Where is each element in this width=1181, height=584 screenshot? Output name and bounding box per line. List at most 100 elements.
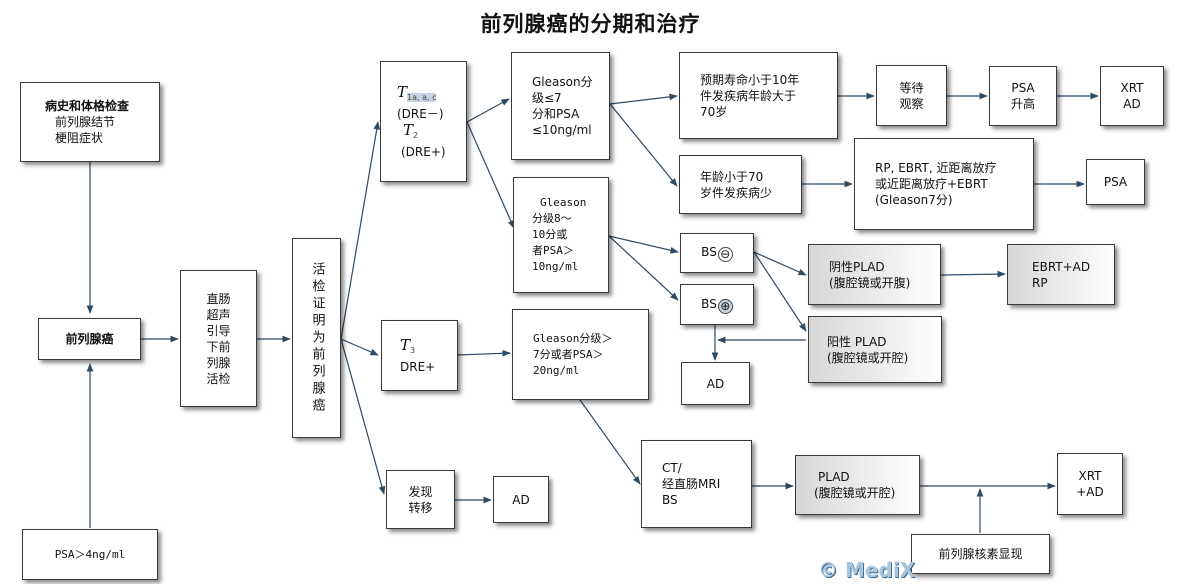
- gleason-high-line: 分级8～: [532, 212, 572, 225]
- psa-elevated-box: PSA＞4ng/ml: [22, 529, 158, 580]
- plad-bottom-line: PLAD: [818, 470, 850, 484]
- psa-right-label: PSA: [1103, 175, 1128, 189]
- xrt-top-line: AD: [1123, 97, 1141, 111]
- plus-circle-icon: ⊕: [717, 298, 733, 314]
- ultrasound-line: 引导: [206, 323, 231, 338]
- gleason-low-line: Gleason分: [532, 75, 593, 89]
- plad-pos-line: 阳性 PLAD: [827, 334, 887, 349]
- dre-positive: (DRE+): [401, 144, 446, 159]
- xrt-bottom-line: +AD: [1076, 485, 1104, 499]
- rp-ebrt-box: RP, EBRT, 近距离放疗 或近距离放疗+EBRT (Gleason7分): [854, 138, 1034, 230]
- bs-negative-label: BS: [701, 245, 717, 259]
- arrow-bsneg-to-plad-neg: [753, 251, 807, 276]
- arrow-gleason-low-to-age: [609, 103, 678, 187]
- ultrasound-line: 列腺: [206, 355, 231, 370]
- plad-bottom-box: PLAD (腹腔镜或开腔): [795, 455, 920, 515]
- arrow-bsneg-to-plad-pos: [753, 251, 807, 332]
- xrt-ad-top-box: XRT AD: [1100, 66, 1164, 126]
- arrow-t1t2-to-gleason-high: [466, 121, 515, 229]
- arrow-t1t2-to-gleason-low: [466, 98, 510, 123]
- history-line2: 梗阻症状: [55, 131, 104, 145]
- stage-t3-box: T3 DRE+: [381, 320, 458, 391]
- plad-neg-line: 阴性PLAD: [829, 259, 885, 274]
- gleason-high-line: 10ng/ml: [532, 260, 579, 273]
- gleason-high-line: 者PSA＞: [532, 244, 574, 257]
- arrow-gleason-t3-to-ct: [579, 399, 641, 485]
- diagram-title: 前列腺癌的分期和治疗: [480, 12, 701, 36]
- prostascint-label: 前列腺核素显现: [938, 547, 1023, 561]
- cancer-label: 前列腺癌: [65, 332, 114, 346]
- ebrt-line: RP: [1032, 275, 1048, 290]
- arrow-plad-neg-to-ebrt: [940, 270, 1006, 278]
- ultrasound-line: 直肠: [206, 291, 231, 306]
- age-line: 岁件发疾病少: [700, 185, 773, 200]
- plad-pos-line: (腹腔镜或开腔): [827, 350, 909, 365]
- dre-negative: (DRE－): [397, 106, 444, 121]
- t3-dre: DRE+: [400, 359, 436, 374]
- gleason-low-box: Gleason分 级≤7 分和PSA ≤10ng/ml: [511, 52, 610, 160]
- ultrasound-box: 直肠 超声 引导 下前 列腺 活检: [180, 270, 257, 407]
- cancer-box: 前列腺癌: [38, 318, 141, 360]
- psa-right-box: PSA: [1086, 159, 1145, 205]
- watchful-line: 观察: [899, 96, 924, 111]
- ebrt-line: EBRT+AD: [1032, 259, 1091, 274]
- gleason-t3-line: Gleason分级＞: [533, 331, 613, 345]
- ct-line: BS: [662, 493, 678, 507]
- arrow-biopsy-to-metastasis: [340, 338, 386, 495]
- biopsy-box: 活检证明为前列腺癌: [292, 238, 341, 438]
- psa-rise-box: PSA 升高: [989, 66, 1057, 126]
- age-under70-box: 年龄小于70 岁件发疾病少: [679, 155, 802, 214]
- ad-metastasis-label: AD: [512, 492, 530, 507]
- gleason-t3-line: 7分或者PSA＞: [533, 347, 604, 361]
- gleason-high-box: Gleason 分级8～ 10分或 者PSA＞ 10ng/ml: [513, 177, 609, 293]
- gleason-t3-box: Gleason分级＞ 7分或者PSA＞ 20ng/ml: [512, 309, 649, 400]
- age-line: 年龄小于70: [700, 169, 764, 184]
- t1-subscript: 1a, a, c: [407, 92, 437, 102]
- watchful-line: 等待: [899, 80, 924, 95]
- ct-mri-box: CT/ 经直肠MRI BS: [641, 440, 752, 528]
- gleason-high-line: 10分或: [532, 228, 568, 241]
- metastasis-line1: 发现: [408, 484, 433, 499]
- watermark-logo: © MediX: [818, 558, 916, 582]
- stage-t1t2-box: T1a, a, c (DRE－) T2 (DRE+): [380, 61, 467, 182]
- bs-positive-box: BS⊕: [680, 284, 754, 325]
- plad-bottom-line: (腹腔镜或开腔): [814, 486, 896, 500]
- prostascint-box: 前列腺核素显现: [911, 534, 1050, 574]
- ct-line: CT/: [662, 461, 682, 475]
- metastasis-line2: 转移: [408, 500, 433, 515]
- ad-mid-box: AD: [681, 362, 750, 405]
- ebrt-ad-rp-box: EBRT+AD RP: [1007, 244, 1115, 305]
- t2-subscript: 2: [413, 130, 419, 140]
- history-box: 病史和体格检查 前列腺结节 梗阻症状: [20, 82, 160, 162]
- arrow-gleason-high-to-bspos: [608, 235, 679, 301]
- xrt-bottom-line: XRT: [1078, 469, 1102, 483]
- t3-symbol: T: [400, 335, 411, 354]
- gleason-high-line: Gleason: [540, 196, 587, 209]
- bs-negative-box: BS⊖: [680, 233, 754, 273]
- life-expectancy-box: 预期寿命小于10年 件发疾病年龄大于 70岁: [679, 52, 838, 139]
- rp-ebrt-line: RP, EBRT, 近距离放疗: [875, 161, 997, 175]
- biopsy-label: 活检证明为前列腺癌: [309, 261, 325, 415]
- psa-rise-line: 升高: [1010, 97, 1035, 111]
- ct-line: 经直肠MRI: [662, 477, 721, 491]
- life-line: 件发疾病年龄大于: [700, 88, 797, 103]
- life-line: 70岁: [700, 104, 728, 119]
- plad-positive-box: 阳性 PLAD (腹腔镜或开腔): [808, 316, 942, 383]
- metastasis-box: 发现 转移: [386, 470, 455, 529]
- gleason-low-line: 级≤7: [532, 91, 562, 105]
- watchful-box: 等待 观察: [876, 65, 947, 126]
- bs-positive-label: BS: [701, 296, 717, 311]
- ad-mid-label: AD: [706, 376, 725, 391]
- gleason-low-line: ≤10ng/ml: [532, 123, 592, 137]
- plad-negative-box: 阴性PLAD (腹腔镜或开腹): [808, 244, 941, 305]
- xrt-top-line: XRT: [1120, 81, 1144, 95]
- xrt-ad-bottom-box: XRT +AD: [1057, 453, 1123, 515]
- psa-elevated-label: PSA＞4ng/ml: [54, 547, 126, 561]
- ultrasound-line: 活检: [206, 371, 231, 386]
- plad-neg-line: (腹腔镜或开腹): [829, 275, 911, 290]
- rp-ebrt-line: 或近距离放疗+EBRT: [875, 177, 988, 191]
- arrow-gleason-high-to-bsneg: [608, 235, 679, 254]
- arrow-biopsy-to-t1t2: [340, 121, 381, 340]
